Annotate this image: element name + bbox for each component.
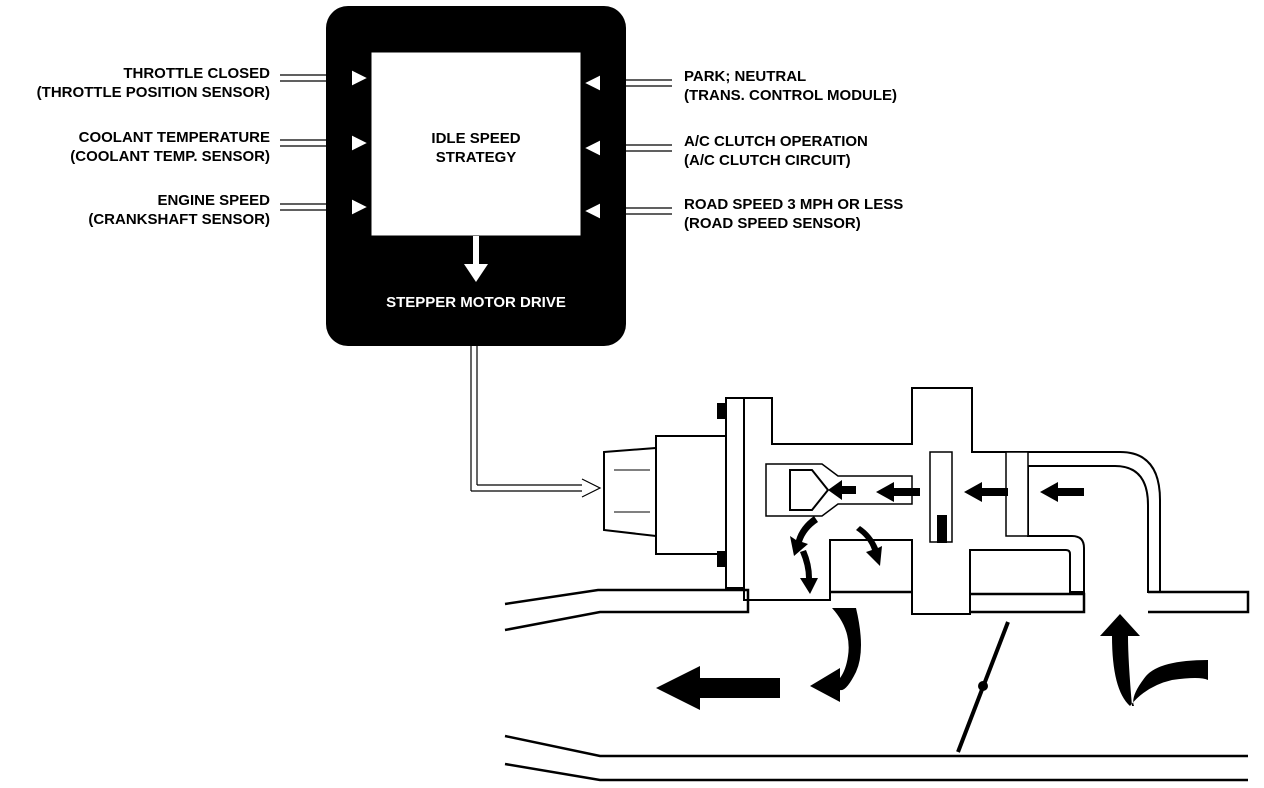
throttle-sensor-label: (THROTTLE POSITION SENSOR) [37,84,270,101]
road-speed-label: ROAD SPEED 3 MPH OR LESS [684,196,903,213]
strategy-label-line2: STRATEGY [436,149,517,166]
motor-connector [603,446,657,538]
strategy-output-arrow [464,236,488,282]
bore-arrow-right [1100,614,1208,706]
stepper-signal-path [470,346,602,498]
engine-speed-input-arrow [280,198,370,216]
trans-control-label: (TRANS. CONTROL MODULE) [684,87,897,104]
stepper-motor-drive-label: STEPPER MOTOR DRIVE [386,294,566,311]
idle-air-valve-assembly [603,387,1161,615]
controller-block: IDLE SPEED STRATEGY STEPPER MOTOR DRIVE [326,6,626,346]
engine-speed-label: ENGINE SPEED [157,192,270,209]
bore-arrow-middle [810,608,861,702]
left-input-labels: THROTTLE CLOSED (THROTTLE POSITION SENSO… [37,65,271,228]
road-speed-input-arrow [582,202,672,220]
ac-clutch-label: A/C CLUTCH OPERATION [684,133,868,150]
airflow-arrow-6 [800,550,818,594]
strategy-label-line1: IDLE SPEED [431,130,520,147]
airflow-arrow-3 [876,482,920,502]
bore-airflow-arrows [656,608,1208,710]
coolant-input-arrow [280,134,370,152]
ac-clutch-input-arrow [582,139,672,157]
airflow-arrow-4 [828,480,856,500]
throttle-input-arrow [280,69,370,87]
road-speed-sensor-label: (ROAD SPEED SENSOR) [684,215,861,232]
airflow-arrow-2 [964,482,1008,502]
valve-airflow-arrows [790,480,1084,594]
bore-arrow-left [656,666,780,710]
motor-flange [725,397,745,589]
crankshaft-sensor-label: (CRANKSHAFT SENSOR) [88,211,270,228]
valve-pintle [789,469,830,511]
coolant-temperature-label: COOLANT TEMPERATURE [79,129,270,146]
throttle-plate [956,621,1010,753]
ac-circuit-label: (A/C CLUTCH CIRCUIT) [684,152,851,169]
left-input-arrows [280,69,370,216]
right-input-labels: PARK; NEUTRAL (TRANS. CONTROL MODULE) A/… [684,68,903,232]
throttle-body [504,588,1250,782]
coolant-sensor-label: (COOLANT TEMP. SENSOR) [70,148,270,165]
right-input-arrows [582,74,672,220]
throttle-closed-label: THROTTLE CLOSED [123,65,270,82]
park-neutral-label: PARK; NEUTRAL [684,68,806,85]
airflow-arrow-5 [790,516,818,556]
airflow-arrow-1 [1040,482,1084,502]
airflow-arrow-7 [856,526,882,566]
stepper-motor-body [655,435,727,555]
park-neutral-input-arrow [582,74,672,92]
